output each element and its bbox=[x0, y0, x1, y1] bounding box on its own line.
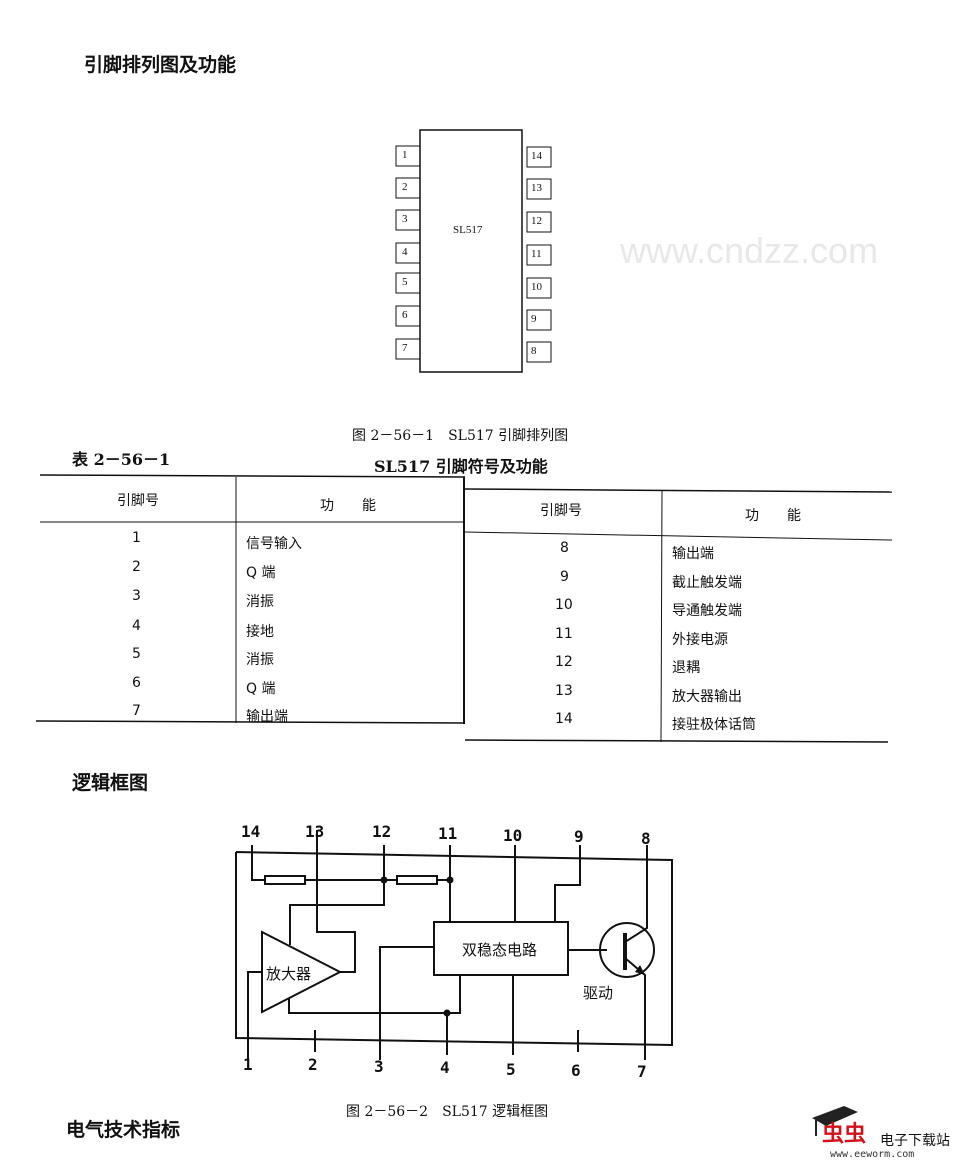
pin-box bbox=[395, 177, 421, 199]
pin-box bbox=[526, 244, 552, 266]
table-cell-pin: 6 bbox=[132, 675, 141, 691]
header-func-left: 功 能 bbox=[320, 498, 376, 514]
pin-number: 6 bbox=[402, 309, 408, 321]
pin-box bbox=[395, 209, 421, 231]
pin-number: 12 bbox=[531, 215, 542, 227]
table-cell-function: 退耦 bbox=[672, 660, 700, 676]
resistor-1 bbox=[264, 875, 306, 885]
logic-pin-label: 7 bbox=[637, 1062, 647, 1081]
chip-label: SL517 bbox=[453, 224, 483, 236]
electrical-heading: 电气技术指标 bbox=[66, 1119, 181, 1141]
logic-heading: 逻辑框图 bbox=[72, 772, 149, 794]
table-cell-pin: 10 bbox=[555, 597, 573, 613]
pin-number: 8 bbox=[531, 345, 537, 357]
table-cell-function: 导通触发端 bbox=[672, 603, 742, 619]
table-cell-function: 放大器输出 bbox=[672, 689, 742, 705]
header-pin-left: 引脚号 bbox=[117, 493, 159, 509]
pinout-caption: 图 2－56－1 SL517 引脚排列图 bbox=[352, 428, 569, 444]
table-cell-pin: 14 bbox=[555, 711, 573, 727]
table-cell-function: 信号输入 bbox=[246, 536, 302, 552]
table-title: SL517 引脚符号及功能 bbox=[374, 457, 548, 476]
pin-box bbox=[395, 272, 421, 294]
logo-name: 虫虫 bbox=[822, 1122, 867, 1147]
pin-box bbox=[526, 178, 552, 200]
logo-tagline: 电子下载站 bbox=[880, 1133, 950, 1149]
pin-box bbox=[395, 338, 421, 360]
logic-pin-label: 11 bbox=[438, 824, 458, 843]
transistor-circle bbox=[599, 922, 655, 978]
table-cell-pin: 8 bbox=[560, 540, 569, 556]
logic-pin-label: 10 bbox=[503, 826, 523, 845]
pin-box bbox=[526, 277, 552, 299]
pin-box bbox=[526, 309, 552, 331]
resistor-2 bbox=[396, 875, 438, 885]
pin-box bbox=[395, 305, 421, 327]
logic-pin-label: 4 bbox=[440, 1058, 450, 1077]
logic-caption: 图 2－56－2 SL517 逻辑框图 bbox=[346, 1104, 549, 1120]
logic-pin-label: 6 bbox=[571, 1061, 581, 1080]
table-cell-pin: 2 bbox=[132, 559, 141, 575]
bistable-box bbox=[433, 921, 569, 976]
table-number: 表 2－56－1 bbox=[72, 450, 171, 469]
table-cell-function: Q 端 bbox=[246, 681, 276, 697]
pin-number: 3 bbox=[402, 213, 408, 225]
table-cell-pin: 1 bbox=[132, 530, 141, 546]
pin-number: 9 bbox=[531, 313, 537, 325]
logo-url: www.eeworm.com bbox=[830, 1149, 915, 1160]
bistable-label: 双稳态电路 bbox=[462, 941, 538, 959]
table-cell-pin: 9 bbox=[560, 569, 569, 585]
pin-box bbox=[526, 341, 552, 363]
outer-boundary bbox=[235, 851, 673, 1047]
table-cell-pin: 12 bbox=[555, 654, 573, 670]
pin-box bbox=[395, 242, 421, 264]
table-cell-pin: 11 bbox=[555, 626, 573, 642]
header-func-right: 功 能 bbox=[745, 508, 801, 524]
pin-number: 11 bbox=[531, 248, 542, 260]
pin-number: 14 bbox=[531, 150, 542, 162]
table-cell-function: 输出端 bbox=[246, 709, 288, 725]
table-cell-function: Q 端 bbox=[246, 565, 276, 581]
table-cell-function: 截止触发端 bbox=[672, 575, 742, 591]
pin-number: 7 bbox=[402, 342, 408, 354]
logic-pin-label: 8 bbox=[641, 829, 651, 848]
pin-number: 1 bbox=[402, 149, 408, 161]
pin-number: 13 bbox=[531, 182, 542, 194]
table-cell-function: 接驻极体话筒 bbox=[672, 717, 756, 733]
table-cell-pin: 4 bbox=[132, 618, 141, 634]
table-cell-function: 外接电源 bbox=[672, 632, 728, 648]
pin-box bbox=[395, 145, 421, 167]
table-cell-function: 输出端 bbox=[672, 546, 714, 562]
pin-number: 5 bbox=[402, 276, 408, 288]
pin-number: 10 bbox=[531, 281, 542, 293]
table-cell-function: 消振 bbox=[246, 652, 274, 668]
logic-pin-label: 3 bbox=[374, 1057, 384, 1076]
logic-pin-label: 2 bbox=[308, 1055, 318, 1074]
table-cell-function: 消振 bbox=[246, 594, 274, 610]
amplifier-label: 放大器 bbox=[266, 965, 312, 983]
header-pin-right: 引脚号 bbox=[540, 503, 582, 519]
pin-number: 2 bbox=[402, 181, 408, 193]
table-cell-function: 接地 bbox=[246, 624, 274, 640]
logic-pin-label: 5 bbox=[506, 1060, 516, 1079]
graduation-cap-icon bbox=[812, 1106, 858, 1136]
table-cell-pin: 13 bbox=[555, 683, 573, 699]
logic-pin-label: 1 bbox=[243, 1055, 253, 1074]
logic-pin-label: 9 bbox=[574, 827, 584, 846]
pin-box bbox=[526, 211, 552, 233]
site-logo: 虫虫 电子下载站 www.eeworm.com bbox=[806, 1100, 956, 1160]
table-cell-pin: 5 bbox=[132, 646, 141, 662]
pin-number: 4 bbox=[402, 246, 408, 258]
table-cell-pin: 3 bbox=[132, 588, 141, 604]
watermark: www.cndzz.com bbox=[620, 230, 879, 271]
logic-pin-label: 13 bbox=[305, 822, 325, 841]
logic-pin-label: 12 bbox=[372, 822, 392, 841]
pinout-heading: 引脚排列图及功能 bbox=[84, 54, 237, 76]
driver-label: 驱动 bbox=[583, 984, 614, 1002]
pin-box bbox=[526, 146, 552, 168]
table-cell-pin: 7 bbox=[132, 703, 141, 719]
logic-pin-label: 14 bbox=[241, 822, 261, 841]
